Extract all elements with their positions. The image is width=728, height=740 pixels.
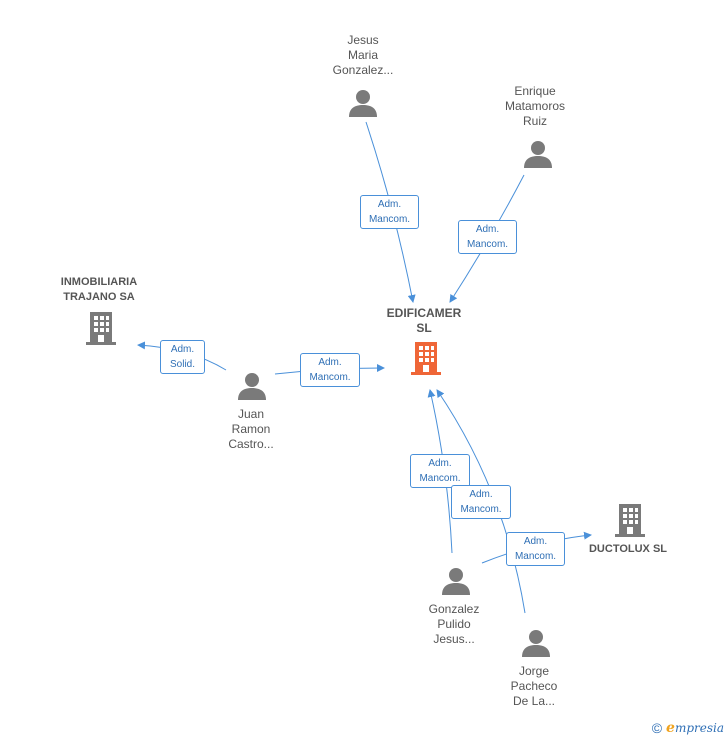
copyright-icon: © [651, 720, 663, 736]
company-name-line: DUCTOLUX SL [588, 543, 668, 555]
role-label: Mancom. [466, 239, 509, 250]
person-name-line: Enrique [514, 84, 556, 98]
role-label: Mancom. [460, 504, 502, 515]
company-name-line: TRAJANO SA [63, 291, 135, 303]
person-icon [442, 568, 470, 595]
company-name-ductolux: DUCTOLUX SL [563, 542, 693, 557]
brand-text: mpresia [674, 721, 724, 735]
role-label: Adm. [377, 199, 402, 210]
person-icon [522, 630, 550, 657]
role-label: Adm. [318, 357, 342, 368]
role-label: Adm. [469, 489, 493, 500]
person-name-line: Ruiz [522, 114, 547, 128]
brand-logo: empresia [666, 720, 724, 736]
building-icon [411, 342, 441, 375]
footer-brand[interactable]: © empresia [652, 720, 724, 736]
person-icon [238, 373, 266, 400]
building-icon [615, 504, 645, 537]
person-name-line: Jesus [347, 33, 379, 47]
person-name-line: Maria [347, 48, 378, 62]
company-name-line: SL [416, 321, 432, 335]
person-name-enrique: Enrique Matamoros Ruiz [480, 84, 590, 129]
person-name-line: Juan [237, 407, 265, 421]
person-icon [349, 90, 377, 117]
role-badge-gonzalez-edificamer[interactable]: Adm. Mancom. [410, 454, 470, 488]
role-badge-juan-inmobiliaria[interactable]: Adm. Solid. [160, 340, 205, 374]
person-name-line: Gonzalez... [332, 63, 394, 77]
role-label: Adm. [523, 536, 548, 547]
person-name-jorge: Jorge Pacheco De La... [479, 664, 589, 709]
role-badge-juan-edificamer[interactable]: Adm. Mancom. [300, 353, 360, 387]
person-name-line: Pacheco [510, 679, 558, 693]
brand-initial: e [666, 720, 675, 736]
building-icon [86, 312, 116, 345]
person-name-line: Castro... [228, 437, 274, 451]
role-label: Mancom. [419, 473, 461, 484]
role-label: Adm. [475, 224, 500, 235]
role-label: Mancom. [309, 372, 351, 383]
role-label: Mancom. [368, 214, 411, 225]
role-label: Solid. [169, 359, 195, 370]
company-name-inmobiliaria: INMOBILIARIA TRAJANO SA [34, 275, 164, 305]
person-name-line: Pulido [437, 617, 471, 631]
company-name-line: EDIFICAMER [386, 306, 462, 320]
person-name-jesus: Jesus Maria Gonzalez... [308, 33, 418, 78]
person-name-line: De La... [512, 694, 556, 708]
role-badge-enrique-edificamer[interactable]: Adm. Mancom. [458, 220, 517, 254]
role-label: Adm. [428, 458, 452, 469]
company-name-line: INMOBILIARIA [60, 276, 138, 288]
role-label: Adm. [170, 344, 195, 355]
person-name-line: Ramon [231, 422, 271, 436]
person-name-line: Matamoros [504, 99, 566, 113]
person-name-gonzalez: Gonzalez Pulido Jesus... [399, 602, 509, 647]
person-name-line: Gonzalez [428, 602, 480, 616]
person-name-juan: Juan Ramon Castro... [196, 407, 306, 452]
role-badge-jorge-edificamer[interactable]: Adm. Mancom. [451, 485, 511, 519]
person-name-line: Jesus... [433, 632, 475, 646]
role-label: Mancom. [514, 551, 557, 562]
role-badge-jesus-edificamer[interactable]: Adm. Mancom. [360, 195, 419, 229]
person-icon [524, 141, 552, 168]
role-badge-gonzalez-ductolux[interactable]: Adm. Mancom. [506, 532, 565, 566]
person-name-line: Jorge [518, 664, 550, 678]
company-name-edificamer: EDIFICAMER SL [359, 306, 489, 336]
